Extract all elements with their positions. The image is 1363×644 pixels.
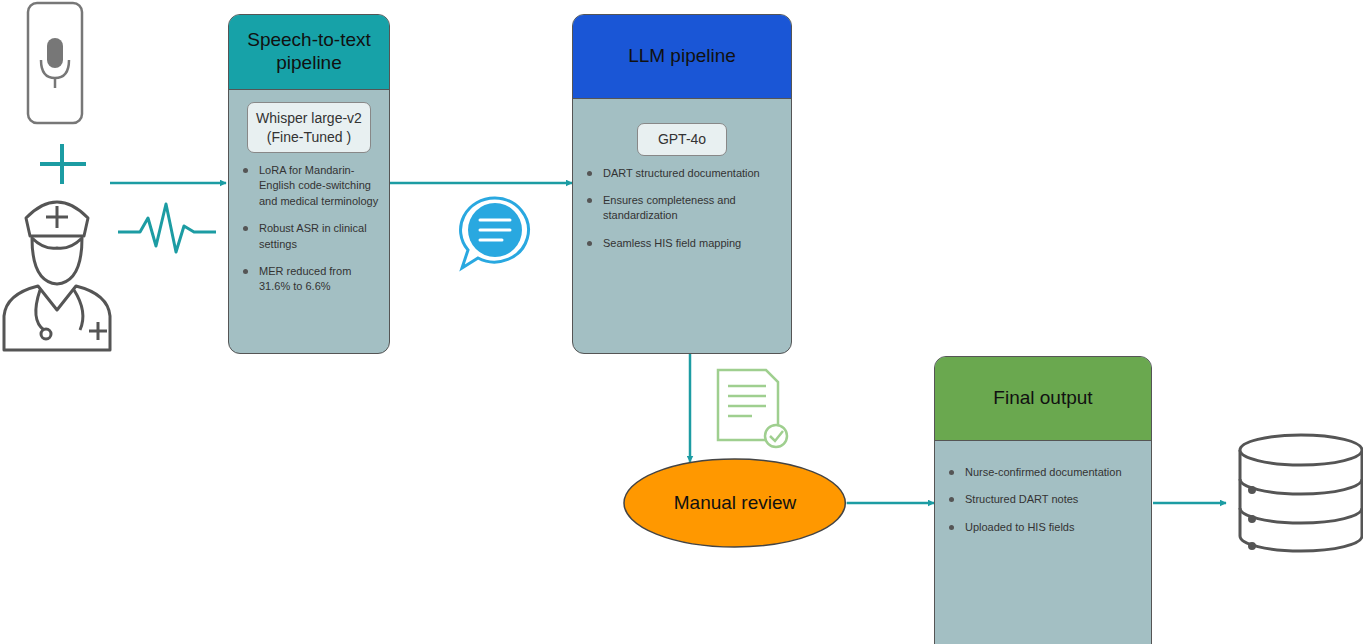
bullet-text: Structured DART notes <box>945 492 1141 507</box>
flow-arrow <box>689 354 692 462</box>
ellipse-shape <box>624 459 845 547</box>
bullet-text: Nurse-confirmed documentation <box>945 465 1141 480</box>
model-name: GPT-4o <box>658 131 706 147</box>
bullet-text: Robust ASR in clinical settings <box>239 221 379 252</box>
nurse-icon <box>4 202 110 350</box>
bullet-text: Ensures completeness and standardization <box>583 193 781 224</box>
pipeline-panel: Speech-to-text pipelineWhisper large-v2 … <box>228 14 390 354</box>
database-icon <box>1240 435 1362 551</box>
bullet-text: DART structured documentation <box>583 166 781 181</box>
output-arrow <box>1153 502 1226 505</box>
document-check-icon <box>718 370 787 447</box>
input-arrow <box>110 182 226 185</box>
bullet-text: LoRA for Mandarin-English code-switching… <box>239 163 379 209</box>
plus-sign <box>40 144 86 184</box>
panel-body: GPT-4oDART structured documentationEnsur… <box>573 99 791 353</box>
panel-title: Final output <box>993 387 1092 410</box>
bullet-text: Seamless HIS field mapping <box>583 236 781 251</box>
chat-bubble-icon <box>461 198 529 268</box>
panel-body: Whisper large-v2 (Fine-Tuned ) LoRA for M… <box>229 90 389 353</box>
bullet-list: DART structured documentationEnsures com… <box>583 166 781 252</box>
bullet-text: Uploaded to HIS fields <box>945 520 1141 535</box>
panel-title: LLM pipeline <box>628 45 736 68</box>
model-box: Whisper large-v2 (Fine-Tuned ) <box>247 102 371 153</box>
model-slot: GPT-4o <box>583 105 781 156</box>
model-box: GPT-4o <box>637 123 727 156</box>
bullet-list: Nurse-confirmed documentationStructured … <box>945 465 1141 535</box>
audio-wave <box>118 204 216 252</box>
model-name: Whisper large-v2 (Fine-Tuned ) <box>256 110 362 145</box>
output-panel: Final outputNurse-confirmed documentatio… <box>934 356 1152 644</box>
review-label: Manual review <box>652 492 819 515</box>
bullet-text: MER reduced from 31.6% to 6.6% <box>239 264 379 295</box>
bullet-list: LoRA for Mandarin-English code-switching… <box>239 163 379 295</box>
phone-icon <box>28 3 82 123</box>
panel-header: Speech-to-text pipeline <box>229 15 389 90</box>
flow-arrow <box>390 182 572 185</box>
panel-title: Speech-to-text pipeline <box>237 29 381 75</box>
panel-body: Nurse-confirmed documentationStructured … <box>935 441 1151 644</box>
review-ellipse: Manual review <box>623 458 846 548</box>
model-slot: Whisper large-v2 (Fine-Tuned ) <box>239 96 379 153</box>
pipeline-panel: LLM pipelineGPT-4oDART structured docume… <box>572 14 792 354</box>
panel-header: Final output <box>935 357 1151 441</box>
flow-arrow <box>847 502 934 505</box>
panel-header: LLM pipeline <box>573 15 791 99</box>
